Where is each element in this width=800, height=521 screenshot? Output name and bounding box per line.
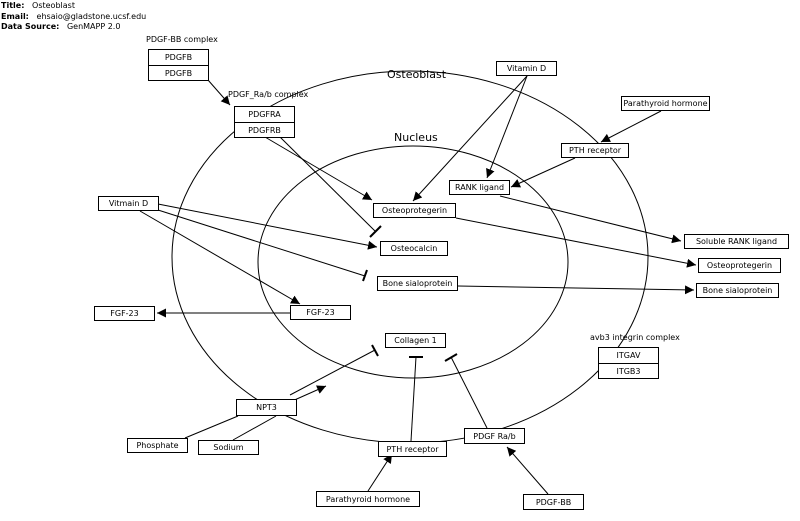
osteoblast-label: Osteoblast [387, 68, 447, 81]
pdgf-rab-complex[interactable]: PDGFRA PDGFRB [234, 106, 295, 138]
node-soluble-rank-ligand[interactable]: Soluble RANK ligand [684, 234, 789, 249]
inhibit-bar-collagen-npt3 [371, 344, 379, 357]
nucleus-membrane [257, 145, 569, 379]
edge-pdgfr-inhibits-osteocalcin [279, 136, 377, 233]
gene-pdgfb-2[interactable]: PDGFB [149, 65, 208, 80]
avb3-integrin-complex-label: avb3 integrin complex [590, 333, 680, 342]
edge-vitmaind-to-fgf23 [139, 210, 301, 305]
gene-itgav[interactable]: ITGAV [616, 351, 641, 360]
gene-pdgfb-1[interactable]: PDGFB [164, 53, 193, 62]
edge-bsp-to-bsp-out [457, 285, 695, 295]
node-phosphate[interactable]: Phosphate [127, 438, 188, 453]
node-pth-receptor-bottom[interactable]: PTH receptor [378, 441, 447, 457]
node-osteocalcin[interactable]: Osteocalcin [380, 241, 448, 256]
node-fgf23-in[interactable]: FGF-23 [290, 305, 351, 320]
edge-npt3-inhibits-collagen [289, 349, 376, 396]
nucleus-label: Nucleus [394, 131, 438, 144]
node-pdgf-rab-bottom[interactable]: PDGF Ra/b [464, 428, 525, 444]
pdgf-bb-complex-label: PDGF-BB complex [146, 35, 218, 44]
edge-vitmaind-to-osteocalcin [157, 203, 378, 250]
header-email: Email: ehsaio@gladstone.ucsf.edu [1, 12, 147, 21]
edge-vitamind-to-rankl [486, 75, 528, 179]
inhibit-bar-collagen-pdgfr [444, 353, 458, 362]
edge-vitmaind-inhibits-bsp [157, 209, 366, 277]
node-collagen-1[interactable]: Collagen 1 [385, 333, 446, 348]
node-parathyroid-hormone-bottom[interactable]: Parathyroid hormone [316, 491, 420, 507]
pdgf-bb-complex[interactable]: PDGFB PDGFB [148, 49, 209, 81]
pdgf-rab-complex-label: PDGF_Ra/b complex [228, 90, 309, 99]
edge-sodium-to-npt3 [232, 415, 277, 441]
edge-pdgfbb-to-pdgfr-bottom [506, 446, 549, 495]
node-osteoprotegerin-nucleus[interactable]: Osteoprotegerin [373, 203, 456, 218]
node-vitamin-d[interactable]: Vitamin D [496, 61, 557, 76]
edge-pdgfbb-to-pdgfr [207, 79, 231, 106]
node-fgf23-out[interactable]: FGF-23 [94, 306, 155, 321]
node-parathyroid-hormone-top[interactable]: Parathyroid hormone [621, 96, 710, 111]
gene-itgb3[interactable]: ITGB3 [599, 363, 658, 378]
edge-pthr-to-rankl [510, 157, 576, 188]
gene-pdgfrb[interactable]: PDGFRB [235, 122, 294, 137]
node-osteoprotegerin-out[interactable]: Osteoprotegerin [698, 258, 781, 273]
edge-phosphate-to-npt3 [184, 415, 239, 439]
header-title: Title: Osteoblast [1, 1, 75, 10]
edge-opg-to-opg-out [455, 217, 697, 268]
node-sodium[interactable]: Sodium [198, 440, 259, 455]
edge-pdgfr-inhibits-collagen [450, 356, 488, 429]
edge-pthr-inhibits-collagen [410, 356, 417, 442]
node-npt3[interactable]: NPT3 [236, 399, 297, 416]
node-bone-sialoprotein-nucleus[interactable]: Bone sialoprotein [377, 276, 458, 291]
inhibit-bar-osteocalcin [369, 225, 382, 238]
edge-vitamind-to-osteoprotegerin [412, 75, 528, 202]
node-bone-sialoprotein-out[interactable]: Bone sialoprotein [696, 283, 779, 298]
edge-pdgfr-to-osteoprotegerin [264, 136, 373, 201]
header-source: Data Source: GenMAPP 2.0 [1, 22, 121, 31]
node-rank-ligand[interactable]: RANK ligand [449, 180, 510, 195]
node-pdgf-bb-bottom[interactable]: PDGF-BB [523, 494, 584, 510]
gene-pdgfra[interactable]: PDGFRA [248, 110, 281, 119]
edge-pth-to-pthr-bottom [367, 453, 393, 492]
node-pth-receptor-top[interactable]: PTH receptor [561, 143, 629, 158]
node-vitmain-d[interactable]: Vitmain D [98, 196, 159, 211]
edge-rankl-to-soluble [499, 195, 682, 244]
avb3-integrin-complex[interactable]: ITGAV ITGB3 [598, 347, 659, 379]
edge-pth-to-pthr [600, 110, 662, 143]
inhibit-bar-bsp [362, 269, 368, 282]
